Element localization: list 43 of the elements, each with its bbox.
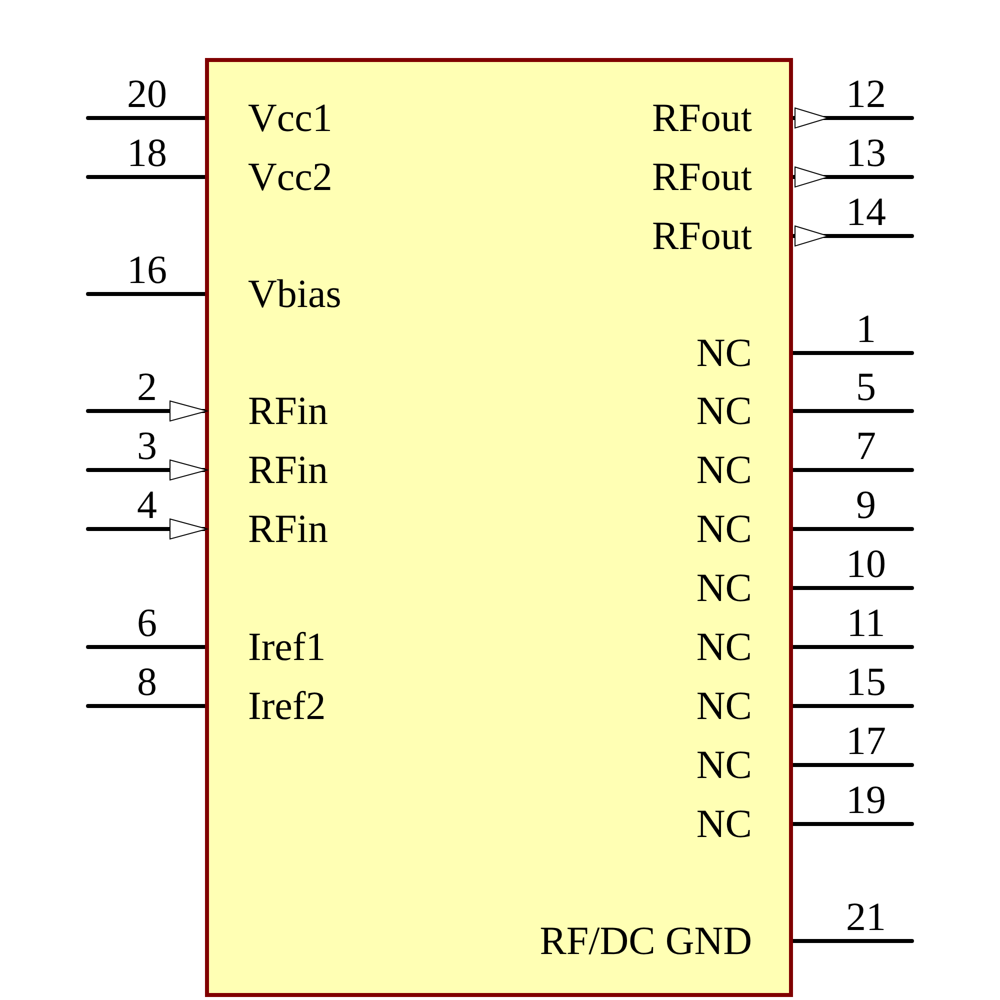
pin-number: 2 (136, 367, 158, 407)
pin-number: 15 (845, 662, 887, 702)
pin-name: RFout (652, 216, 752, 256)
pin-name: NC (696, 391, 752, 431)
pin-name: RFout (652, 98, 752, 138)
pin-number: 7 (855, 426, 877, 466)
pin-number: 4 (136, 485, 158, 525)
pin-number: 3 (136, 426, 158, 466)
pin-name: Vbias (248, 274, 342, 314)
pin-name: NC (696, 627, 752, 667)
pin-name: NC (696, 686, 752, 726)
pin-number: 19 (845, 780, 887, 820)
pin-number: 6 (136, 603, 158, 643)
pin-name: Vcc1 (248, 98, 332, 138)
pin-number: 5 (855, 367, 877, 407)
pin-name: NC (696, 745, 752, 785)
pin-name: RFin (248, 391, 328, 431)
pin-name: NC (696, 804, 752, 844)
pin-number: 21 (845, 897, 887, 937)
pin-number: 16 (126, 250, 168, 290)
pin-name: Vcc2 (248, 157, 332, 197)
pin-number: 12 (845, 74, 887, 114)
pin-name: RFin (248, 509, 328, 549)
pin-number: 18 (126, 133, 168, 173)
pin-number: 9 (855, 485, 877, 525)
pin-number: 20 (126, 74, 168, 114)
pin-name: RFout (652, 157, 752, 197)
pin-number: 14 (845, 192, 887, 232)
pin-number: 11 (846, 603, 886, 643)
pin-number: 1 (855, 309, 877, 349)
pin-name: Iref2 (248, 686, 326, 726)
pin-number: 8 (136, 662, 158, 702)
pin-name: NC (696, 450, 752, 490)
pin-name: Iref1 (248, 627, 326, 667)
pin-number: 13 (845, 133, 887, 173)
pin-name: NC (696, 568, 752, 608)
pin-name: RFin (248, 450, 328, 490)
ic-body (205, 58, 793, 997)
pin-name: NC (696, 333, 752, 373)
pin-name: RF/DC GND (540, 921, 752, 961)
pin-number: 17 (845, 721, 887, 761)
pin-number: 10 (845, 544, 887, 584)
pin-name: NC (696, 509, 752, 549)
